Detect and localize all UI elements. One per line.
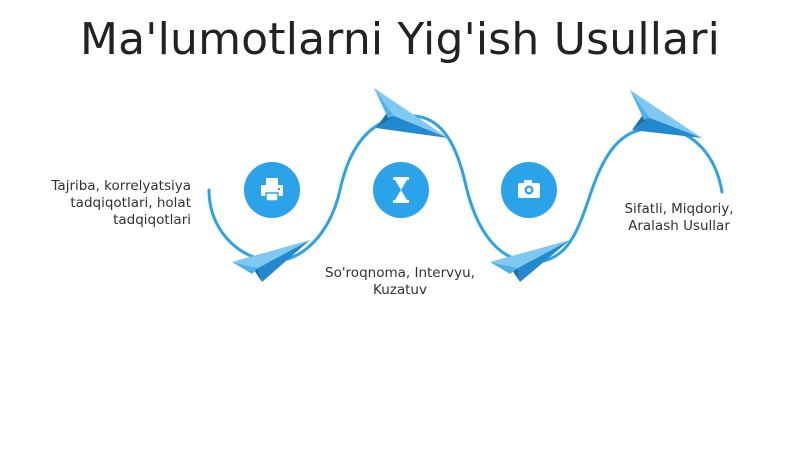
page-title: Ma'lumotlarni Yig'ish Usullari [79, 14, 721, 65]
hourglass-icon [393, 177, 409, 203]
paper-plane-icon [374, 88, 448, 138]
paper-plane-icon [630, 90, 702, 138]
paper-plane-icon [490, 240, 570, 282]
paper-plane-icon [232, 240, 310, 282]
printer-icon [261, 178, 283, 202]
camera-icon [518, 180, 540, 198]
wave-curve [207, 114, 724, 264]
step-3-badge [501, 162, 557, 218]
step-2-label: So'roqnoma, Intervyu, Kuzatuv [325, 265, 475, 298]
step-1-badge [244, 162, 300, 218]
step-3-label: Sifatli, Miqdoriy, Aralash Usullar [624, 201, 734, 234]
step-2-badge [373, 162, 429, 218]
step-1-label: Tajriba, korrelyatsiya tadqiqotlari, hol… [51, 178, 191, 228]
